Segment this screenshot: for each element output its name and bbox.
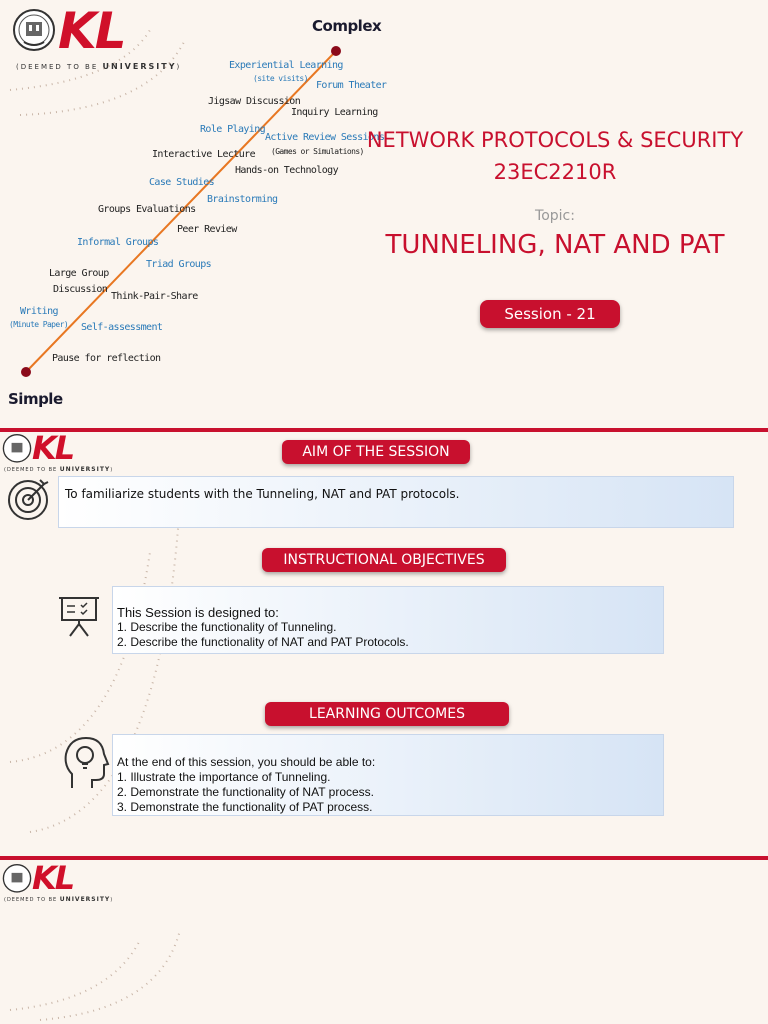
slide-divider <box>0 856 768 860</box>
method-forum: Forum Theater <box>316 80 387 91</box>
objectives-box: This Session is designed to: 1. Describe… <box>112 586 664 654</box>
aim-text-box: To familiarize students with the Tunneli… <box>58 476 734 528</box>
objectives-heading: INSTRUCTIONAL OBJECTIVES <box>262 548 506 572</box>
logo-subtitle: (DEEMED TO BE UNIVERSITY) <box>4 466 114 473</box>
simple-label: Simple <box>8 390 63 408</box>
logo-subtitle: (DEEMED TO BE UNIVERSITY) <box>16 62 182 71</box>
outcome-item: 2. Demonstrate the functionality of NAT … <box>117 785 375 799</box>
method-large-group-2: Discussion <box>53 284 108 295</box>
kl-university-logo: KL (DEEMED TO BE UNIVERSITY) <box>2 860 112 903</box>
logo-wordmark: KL <box>32 432 75 467</box>
method-writing: Writing <box>20 306 59 317</box>
kl-university-logo: KL (DEEMED TO BE UNIVERSITY) <box>2 432 112 473</box>
outcome-item: 3. Demonstrate the functionality of PAT … <box>117 800 373 814</box>
slide-divider <box>0 428 768 432</box>
method-triad: Triad Groups <box>146 259 212 270</box>
method-writing-sub: (Minute Paper) <box>9 320 69 329</box>
method-role: Role Playing <box>200 124 266 135</box>
objectives-intro: This Session is designed to: <box>117 605 279 620</box>
method-pause: Pause for reflection <box>52 353 161 364</box>
method-case: Case Studies <box>149 177 215 188</box>
method-experiential: Experiential Learning <box>229 60 343 71</box>
course-code: 23EC2210R <box>493 160 617 184</box>
method-groups-eval: Groups Evaluations <box>98 204 196 215</box>
topic-title: TUNNELING, NAT AND PAT <box>385 230 725 260</box>
university-seal-icon <box>2 864 32 893</box>
method-jigsaw: Jigsaw Discussion <box>208 96 301 107</box>
method-self-assessment: Self-assessment <box>81 322 163 333</box>
target-icon <box>8 479 49 520</box>
outcomes-heading: LEARNING OUTCOMES <box>265 702 509 726</box>
university-seal-icon <box>2 434 32 463</box>
dotted-arc-decoration <box>9 929 181 1021</box>
logo-wordmark: KL <box>58 2 127 60</box>
logo-wordmark: KL <box>32 860 75 897</box>
head-lightbulb-icon <box>64 736 110 788</box>
slide-aims: KL (DEEMED TO BE UNIVERSITY) AIM OF THE … <box>0 432 768 856</box>
outcome-item: 1. Illustrate the importance of Tunnelin… <box>117 770 331 784</box>
method-interactive: Interactive Lecture <box>152 149 256 160</box>
method-brainstorm: Brainstorming <box>207 194 278 205</box>
complex-label: Complex <box>312 17 382 35</box>
method-experiential-sub: (site visits) <box>253 74 308 83</box>
outcomes-intro: At the end of this session, you should b… <box>117 755 376 769</box>
method-informal: Informal Groups <box>77 237 159 248</box>
learning-spectrum-line <box>21 46 341 377</box>
objective-item: 1. Describe the functionality of Tunneli… <box>117 620 337 634</box>
session-badge: Session - 21 <box>480 300 620 328</box>
topic-label: Topic: <box>535 208 575 224</box>
method-think-pair: Think-Pair-Share <box>111 291 198 302</box>
aim-heading: AIM OF THE SESSION <box>282 440 470 464</box>
presentation-board-icon <box>59 597 99 637</box>
kl-university-logo: KL (DEEMED TO BE UNIVERSITY) <box>12 2 179 71</box>
method-active-sub: (Games or Simulations) <box>271 147 364 156</box>
logo-subtitle: (DEEMED TO BE UNIVERSITY) <box>4 896 114 903</box>
objective-item: 2. Describe the functionality of NAT and… <box>117 635 409 649</box>
method-peer: Peer Review <box>177 224 237 235</box>
method-inquiry: Inquiry Learning <box>291 107 378 118</box>
method-active: Active Review Sessions <box>265 132 385 143</box>
outcomes-box: At the end of this session, you should b… <box>112 734 664 816</box>
university-seal-icon <box>13 9 55 51</box>
slide-title: KL (DEEMED TO BE UNIVERSITY) Complex Sim… <box>0 0 768 428</box>
dotted-arc-decoration <box>9 29 186 116</box>
slide-next: KL (DEEMED TO BE UNIVERSITY) <box>0 860 768 1024</box>
method-large-group: Large Group <box>49 268 109 279</box>
aim-text: To familiarize students with the Tunneli… <box>65 487 460 501</box>
course-title: NETWORK PROTOCOLS & SECURITY <box>366 128 744 152</box>
method-handson: Hands-on Technology <box>235 165 339 176</box>
